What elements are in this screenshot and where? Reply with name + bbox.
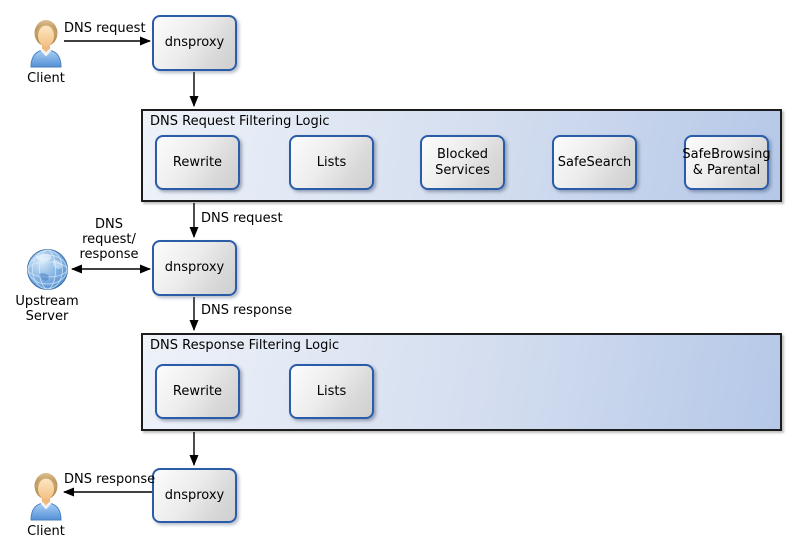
upstream-server-icon	[27, 249, 68, 290]
container-title: DNS Request Filtering Logic	[150, 114, 330, 129]
node-label: dnsproxy	[164, 260, 225, 276]
filter-box-safesearch: SafeSearch	[552, 135, 637, 190]
node-label: dnsproxy	[164, 487, 225, 503]
edge-label-dns-request-top: DNS request	[64, 21, 146, 36]
edge-label-dns-response-mid: DNS response	[201, 303, 293, 318]
edge-label-dns-request-mid: DNS request	[201, 211, 283, 226]
filter-box-blocked-services: Blocked Services	[420, 135, 505, 190]
client-icon	[30, 20, 62, 68]
edge-label-dns-response-bottom: DNS response	[64, 472, 156, 487]
node-dnsproxy-top: dnsproxy	[152, 15, 237, 71]
container-dns-request-filtering: DNS Request Filtering Logic Rewrite List…	[141, 109, 782, 202]
filter-box-lists-response: Lists	[289, 364, 374, 419]
filter-box-label: Blocked Services	[435, 146, 490, 178]
container-dns-response-filtering: DNS Response Filtering Logic Rewrite Lis…	[141, 333, 782, 431]
filter-box-label: Lists	[316, 383, 347, 399]
container-title: DNS Response Filtering Logic	[150, 338, 340, 353]
edge-label-dns-request-response: DNS request/ response	[79, 217, 139, 262]
filter-box-label: SafeSearch	[557, 154, 632, 170]
client-top-caption: Client	[27, 71, 65, 86]
filter-box-label: Rewrite	[172, 154, 223, 170]
filter-box-label: Rewrite	[172, 383, 223, 399]
client-icon	[30, 473, 62, 521]
filter-box-rewrite: Rewrite	[155, 135, 240, 190]
filter-box-rewrite-response: Rewrite	[155, 364, 240, 419]
filter-box-lists: Lists	[289, 135, 374, 190]
node-label: dnsproxy	[164, 35, 225, 51]
client-bottom-caption: Client	[27, 524, 65, 539]
filter-box-label: Lists	[316, 154, 347, 170]
upstream-server-caption: Upstream Server	[15, 294, 79, 324]
filter-box-label: SafeBrowsing & Parental	[682, 146, 771, 178]
node-dnsproxy-mid: dnsproxy	[152, 240, 237, 296]
filter-box-safebrowsing-parental: SafeBrowsing & Parental	[682, 135, 771, 190]
node-dnsproxy-bottom: dnsproxy	[152, 468, 237, 523]
